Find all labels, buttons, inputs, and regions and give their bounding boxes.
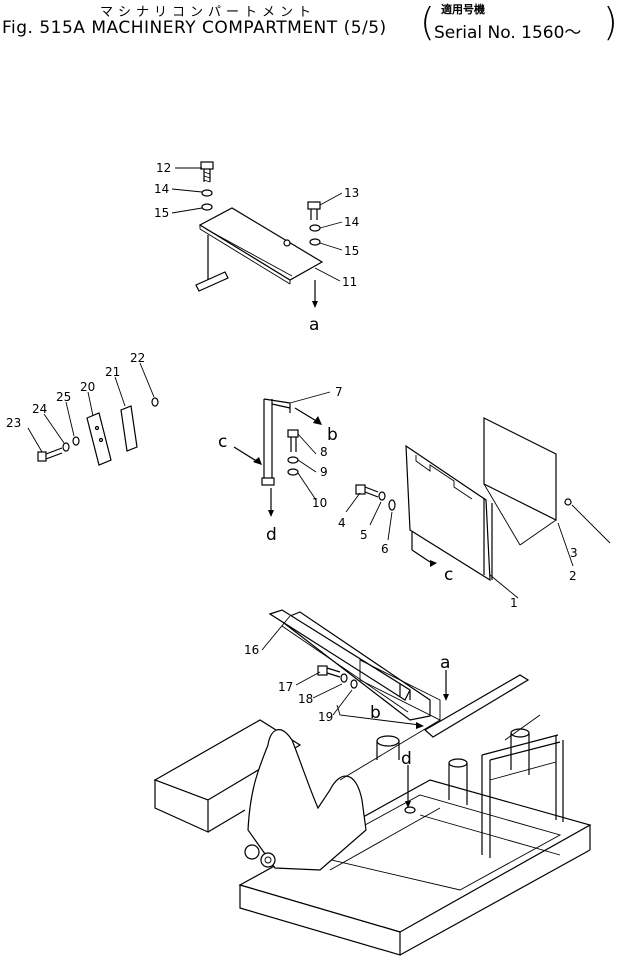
- washer-15b: [309, 238, 321, 246]
- katakana-title: マシナリコンパートメント: [100, 5, 317, 20]
- callout-3: 3: [570, 546, 578, 560]
- panel-2: [483, 417, 557, 546]
- callout-13: 13: [344, 186, 359, 200]
- washer-15a: [201, 203, 213, 211]
- ref-a-top: a: [309, 315, 319, 335]
- bolt-17: [317, 665, 341, 678]
- callout-10: 10: [312, 496, 327, 510]
- callout-5: 5: [360, 528, 368, 542]
- arrow-b-right: [294, 407, 319, 423]
- callout-25: 25: [56, 390, 71, 404]
- ref-c-left: c: [218, 432, 227, 452]
- callout-19: 19: [318, 710, 333, 724]
- callout-14b: 14: [344, 215, 359, 229]
- ref-b-bottom: b: [370, 703, 381, 723]
- callout-21: 21: [105, 365, 120, 379]
- callout-8: 8: [320, 445, 328, 459]
- washer-18: [340, 673, 348, 683]
- washer-24: [62, 442, 70, 452]
- bolt-23: [37, 447, 63, 462]
- callout-18: 18: [298, 692, 313, 706]
- serial-label: 適用号機: [441, 3, 485, 16]
- ref-d-left: d: [266, 525, 277, 545]
- ref-d-bottom: d: [401, 749, 412, 769]
- cover-plate-11: [195, 207, 324, 292]
- bracket-7: [261, 398, 291, 486]
- callout-17: 17: [278, 680, 293, 694]
- bolt-12: [200, 161, 214, 183]
- ref-b-right: b: [327, 425, 338, 445]
- callout-4: 4: [338, 516, 346, 530]
- callout-23: 23: [6, 416, 21, 430]
- washer-6: [388, 499, 396, 511]
- callout-9: 9: [320, 465, 328, 479]
- figure-header: マシナリコンパートメント Fig. 515A MACHINERY COMPART…: [0, 0, 620, 50]
- clip-22: [151, 397, 159, 407]
- callout-2: 2: [569, 569, 577, 583]
- washer-25: [72, 436, 80, 446]
- washer-14a: [201, 189, 213, 197]
- serial-range: Serial No. 1560～: [434, 23, 582, 43]
- washer-10: [287, 468, 299, 476]
- washer-5: [378, 491, 386, 501]
- callout-1: 1: [510, 596, 518, 610]
- exploded-parts-diagram: 3 1 2 4 5 6 7 8 9 10 11 12 13 14 14 15 1…: [6, 161, 611, 956]
- right-paren: ): [603, 0, 618, 44]
- callout-20: 20: [80, 380, 95, 394]
- callout-16: 16: [244, 643, 259, 657]
- figure-title: Fig. 515A MACHINERY COMPARTMENT (5/5): [2, 18, 387, 38]
- arrow-c-left: [233, 446, 259, 463]
- washer-19: [350, 679, 358, 689]
- ref-c-panel: c: [444, 565, 453, 585]
- bolt-13: [307, 201, 321, 220]
- callout-7: 7: [335, 385, 343, 399]
- bolt-8: [287, 429, 299, 452]
- callout-22: 22: [130, 351, 145, 365]
- pad-21: [120, 405, 138, 452]
- callout-15b: 15: [344, 244, 359, 258]
- washer-9: [287, 456, 299, 464]
- callout-24: 24: [32, 402, 47, 416]
- washer-14b: [309, 224, 321, 232]
- bolt-4: [355, 484, 379, 498]
- plate-20: [86, 412, 112, 466]
- callout-12: 12: [156, 161, 171, 175]
- frame-assembly: [153, 609, 592, 956]
- callout-6: 6: [381, 542, 389, 556]
- clip-3: [564, 498, 572, 506]
- panel-1: [405, 444, 493, 582]
- callout-14a: 14: [154, 182, 169, 196]
- callout-15a: 15: [154, 206, 169, 220]
- left-paren: (: [420, 0, 435, 44]
- callout-11: 11: [342, 275, 357, 289]
- ref-a-bottom: a: [440, 653, 450, 673]
